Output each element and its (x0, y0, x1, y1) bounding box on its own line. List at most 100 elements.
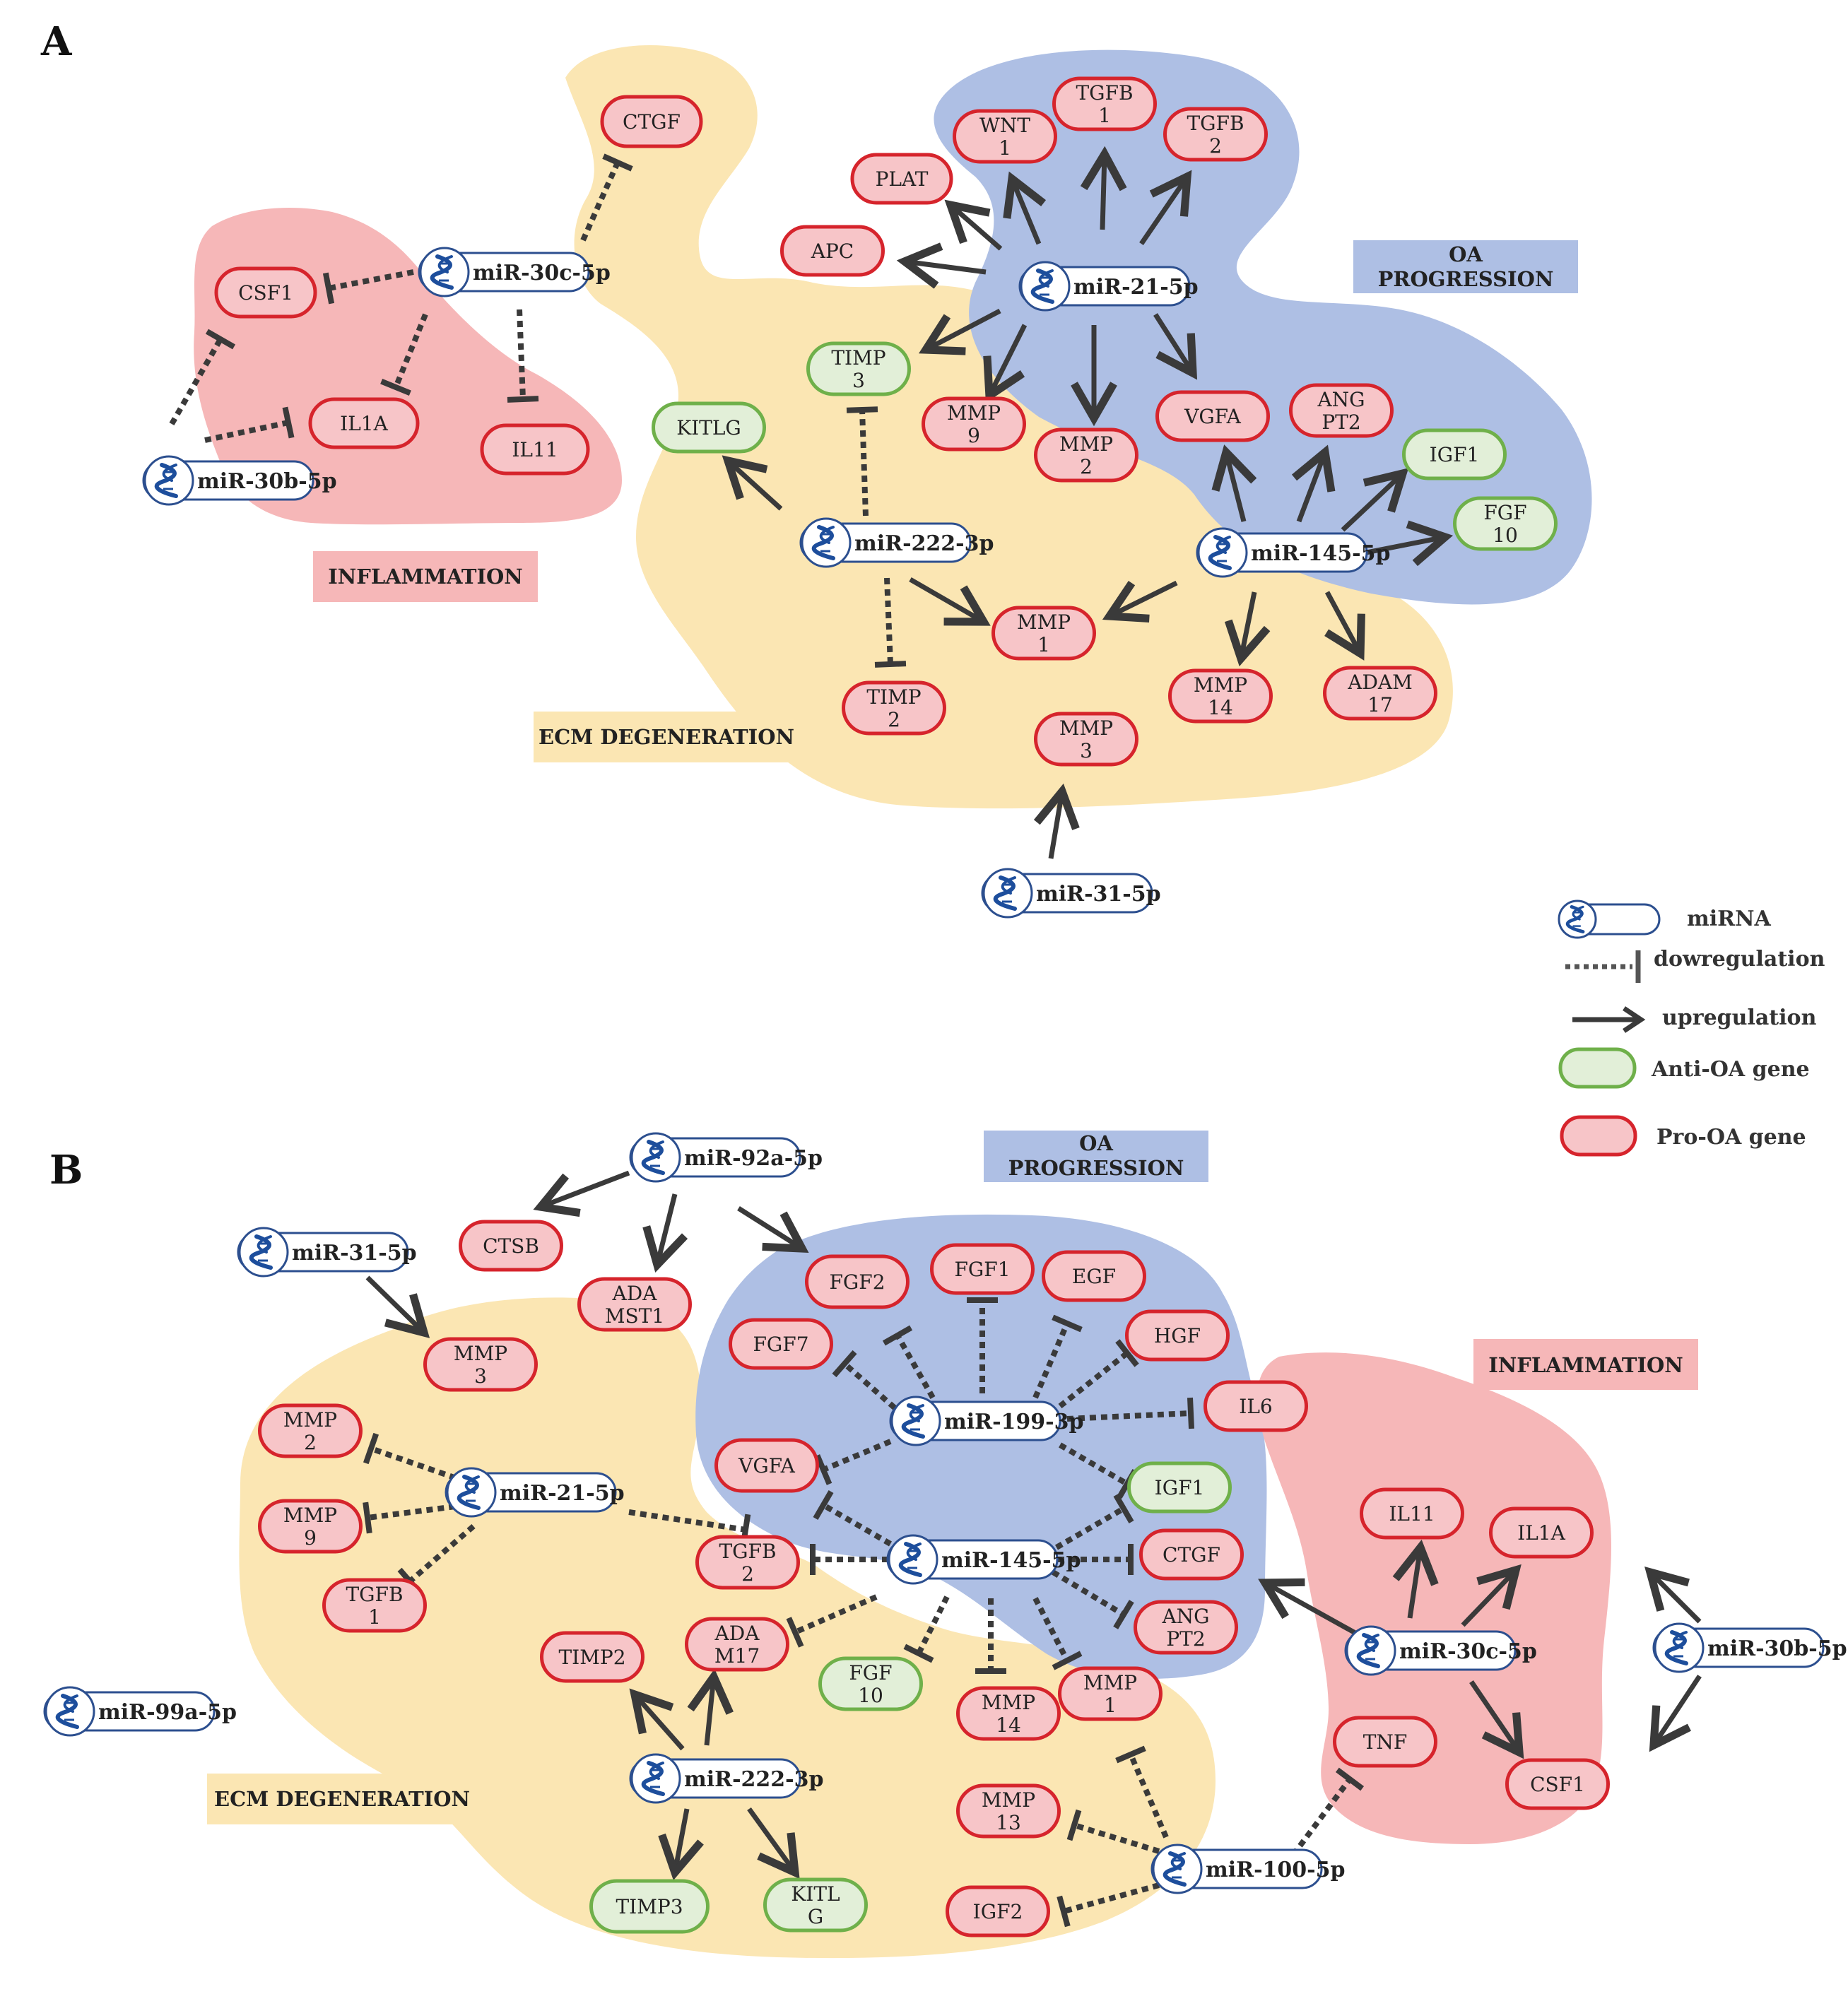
panel-b-mir-145-5p: miR-145-5p (886, 1534, 1081, 1585)
downregulation-edge (580, 153, 633, 242)
panel-a-gene-igf1: IGF1 (1402, 428, 1507, 480)
gene-label: TIMP (831, 346, 885, 370)
dna-helix-icon (457, 1475, 481, 1510)
gene-label: 2 (304, 1431, 317, 1454)
gene-pill (589, 1879, 710, 1934)
gene-label: TGFB (1076, 81, 1133, 105)
gene-pill (953, 109, 1057, 164)
panel-a-mir-145-5p: miR-145-5p (1196, 527, 1390, 578)
gene-label: 2 (888, 708, 900, 731)
mirna-label: miR-222-3p (854, 531, 994, 556)
gene-label: 2 (1209, 134, 1222, 158)
downregulation-edge (975, 1598, 1006, 1674)
gene-pill (1139, 1528, 1244, 1581)
mirna-label: miR-30b-5p (1707, 1636, 1847, 1661)
panel-a-gene-vgfa: VGFA (1155, 390, 1270, 442)
mirna-label: miR-30c-5p (473, 261, 611, 285)
gene-pill (1453, 496, 1558, 551)
panel-a-gene-il11: IL11 (480, 423, 590, 476)
upregulation-arrow (658, 1808, 704, 1881)
downregulation-edge (169, 329, 236, 425)
mirna-label: miR-99a-5p (98, 1700, 237, 1725)
mirna-label: miR-31-5p (1036, 882, 1161, 907)
downregulation-edge (832, 1350, 905, 1418)
gene-label: MMP (1059, 716, 1113, 740)
svg-text:ECM DEGENERATION: ECM DEGENERATION (538, 725, 794, 749)
dna-helix-icon (1208, 535, 1232, 570)
downregulation-edge (1066, 1397, 1195, 1429)
legend-anti-oa-swatch (1558, 1047, 1637, 1089)
upregulation-arrow (1649, 1675, 1702, 1752)
gene-pill (806, 341, 911, 396)
downregulation-edge (1066, 1809, 1160, 1854)
gene-pill (1155, 390, 1270, 442)
gene-label: ANG (1317, 388, 1365, 411)
gene-label: TNF (1363, 1730, 1408, 1754)
gene-pill (1034, 712, 1138, 767)
downregulation-edge (1054, 1493, 1134, 1550)
panel-b-gene-ctsb: CTSB (459, 1220, 563, 1272)
gene-label: MMP (982, 1788, 1035, 1812)
gene-label: TGFB (719, 1540, 776, 1563)
gene-pill (540, 1631, 645, 1683)
panel-a-letter: A (40, 18, 73, 65)
gene-pill (258, 1499, 363, 1554)
gene-label: IGF2 (973, 1900, 1023, 1923)
gene-pill (308, 397, 420, 449)
downregulation-edge (1032, 1597, 1083, 1670)
legend-mirna-symbol (1558, 899, 1661, 939)
gene-pill (1289, 383, 1394, 438)
mirna-label: miR-30c-5p (1399, 1639, 1537, 1664)
gene-label: IL1A (1517, 1521, 1565, 1545)
gene-label: ANG (1161, 1605, 1209, 1628)
panel-a-gene-csf1: CSF1 (214, 266, 317, 319)
gene-pill (729, 1318, 833, 1370)
gene-label: MMP (1059, 432, 1113, 456)
gene-label: CTGF (1163, 1543, 1220, 1567)
gene-label: WNT (979, 114, 1030, 137)
panel-b-oa-region (695, 1214, 1267, 1679)
upregulation-arrow (1341, 468, 1409, 532)
gene-pill (577, 1277, 692, 1332)
mirna-label: miR-92a-5p (684, 1146, 823, 1171)
downregulation-edge (1058, 1339, 1139, 1409)
downregulation-edge (507, 309, 539, 403)
upregulation-arrow (1139, 170, 1192, 245)
gene-pill (1505, 1758, 1610, 1810)
gene-pill (1042, 1250, 1146, 1302)
downregulation-edge (1057, 1882, 1160, 1928)
legend-upregulation-symbol (1572, 1006, 1646, 1033)
gene-label: 2 (741, 1562, 754, 1586)
upregulation-arrow (629, 1688, 685, 1751)
gene-label: TGFB (1187, 112, 1244, 135)
gene-label: VGFA (738, 1454, 796, 1477)
svg-text:PROGRESSION: PROGRESSION (1378, 267, 1554, 291)
gene-label: CTSB (483, 1234, 539, 1258)
gene-label: FGF2 (829, 1270, 885, 1294)
mirna-label: miR-21-5p (1073, 275, 1199, 300)
gene-pill (459, 1220, 563, 1272)
gene-pill (805, 1254, 910, 1309)
downregulation-edge (1115, 1745, 1169, 1839)
gene-pill (714, 1438, 819, 1493)
gene-label: 17 (1367, 693, 1393, 716)
panel-b-gene-kitl-g: KITLG (763, 1877, 868, 1933)
panel-a-ecm-degeneration-label: ECM DEGENERATION (534, 712, 800, 762)
gene-pill (1402, 428, 1507, 480)
upregulation-arrow (1324, 591, 1365, 661)
panel-a-mir-30b-5p: miR-30b-5p (142, 455, 337, 506)
panel-a-inflammation-label: INFLAMMATION (313, 551, 538, 602)
gene-pill (991, 606, 1096, 661)
panel-a-gene-plat: PLAT (850, 153, 953, 205)
mirna-label: miR-145-5p (1251, 541, 1390, 566)
upregulation-arrow (1291, 444, 1336, 523)
gene-pill (930, 1243, 1035, 1295)
downregulation-edge (1032, 1314, 1083, 1399)
